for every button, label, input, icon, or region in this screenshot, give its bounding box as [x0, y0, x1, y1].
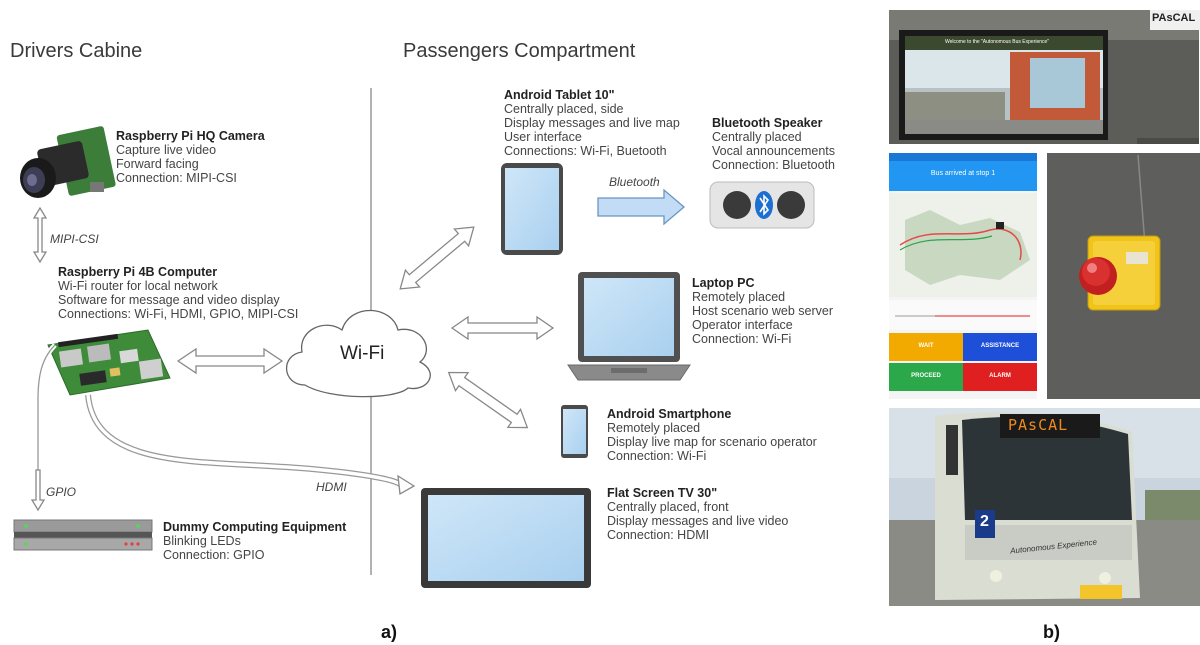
dummy-equipment-icon [13, 519, 153, 551]
smartphone-description: Android Smartphone Remotely placed Displ… [607, 407, 817, 463]
app-assistance-button: ASSISTANCE [980, 343, 1020, 349]
camera-icon [20, 126, 116, 198]
bus-number: 2 [980, 513, 989, 530]
tablet-line: Display messages and live map [504, 116, 680, 130]
speaker-line: Centrally placed [712, 130, 802, 144]
rpi-line: Software for message and video display [58, 293, 280, 307]
drivers-cabine-title: Drivers Cabine [10, 40, 143, 62]
gpio-arrow [30, 469, 46, 512]
hdmi-label: HDMI [316, 480, 347, 494]
wifi-tablet-arrow [399, 226, 475, 290]
camera-line: Forward facing [116, 157, 199, 171]
dummy-line: Blinking LEDs [163, 534, 241, 548]
tv-line: Centrally placed, front [607, 500, 729, 514]
panel-b-label: b) [1043, 622, 1060, 642]
app-proceed-button: PROCEED [911, 373, 941, 379]
camera-description: Raspberry Pi HQ Camera Capture live vide… [116, 129, 265, 185]
wifi-label: Wi-Fi [340, 343, 385, 364]
camera-line: Capture live video [116, 143, 217, 157]
speaker-title: Bluetooth Speaker [712, 116, 823, 130]
speaker-line: Connection: Bluetooth [712, 158, 836, 172]
tablet-title: Android Tablet 10" [504, 88, 615, 102]
wifi-laptop-arrow [450, 315, 555, 341]
wifi-smartphone-arrow [447, 371, 529, 429]
android-tablet-icon [501, 163, 563, 255]
speaker-description: Bluetooth Speaker Centrally placed Vocal… [712, 116, 835, 172]
camera-title: Raspberry Pi HQ Camera [116, 129, 265, 143]
rpi-wifi-arrow [176, 347, 284, 375]
smartphone-line: Remotely placed [607, 421, 701, 435]
bluetooth-label: Bluetooth [609, 175, 660, 189]
app-wait-button: WAIT [918, 343, 934, 349]
passengers-compartment-title: Passengers Compartment [403, 40, 636, 62]
tablet-description: Android Tablet 10" Centrally placed, sid… [504, 88, 680, 158]
dummy-line: Connection: GPIO [163, 548, 265, 562]
panel-a-label: a) [381, 622, 398, 642]
laptop-line: Connection: Wi-Fi [692, 332, 792, 346]
tv-title: Flat Screen TV 30" [607, 486, 718, 500]
dummy-title: Dummy Computing Equipment [163, 520, 347, 534]
bluetooth-speaker-icon [709, 181, 815, 229]
pascal-logo: PAsCAL [1152, 12, 1196, 24]
rpi-line: Connections: Wi-Fi, HDMI, GPIO, MIPI-CSI [58, 307, 299, 321]
photo-tv-in-bus [889, 10, 1200, 144]
laptop-description: Laptop PC Remotely placed Host scenario … [692, 276, 833, 346]
rpi-line: Wi-Fi router for local network [58, 279, 218, 293]
tv-photo-banner: Welcome to the "Autonomous Bus Experienc… [945, 39, 1050, 45]
bluetooth-arrow [597, 188, 686, 226]
tv-description: Flat Screen TV 30" Centrally placed, fro… [607, 486, 788, 542]
speaker-line: Vocal announcements [712, 144, 836, 158]
photo-autonomous-bus [889, 408, 1200, 606]
gpio-label: GPIO [46, 485, 77, 499]
flat-tv-icon [421, 488, 591, 588]
laptop-line: Host scenario web server [692, 304, 834, 318]
camera-line: Connection: MIPI-CSI [116, 171, 237, 185]
mipi-csi-arrow [32, 206, 48, 264]
tv-line: Connection: HDMI [607, 528, 710, 542]
laptop-title: Laptop PC [692, 276, 755, 290]
photo-emergency-button [1047, 153, 1200, 399]
smartphone-icon [561, 405, 588, 458]
smartphone-line: Connection: Wi-Fi [607, 449, 707, 463]
smartphone-line: Display live map for scenario operator [607, 435, 817, 449]
tablet-line: User interface [504, 130, 582, 144]
laptop-line: Operator interface [692, 318, 793, 332]
dummy-description: Dummy Computing Equipment Blinking LEDs … [163, 520, 346, 562]
rpi-description: Raspberry Pi 4B Computer Wi-Fi router fo… [58, 265, 298, 321]
photo-app-screenshot [889, 153, 1037, 399]
laptop-line: Remotely placed [692, 290, 786, 304]
app-header-text: Bus arrived at stop 1 [930, 170, 996, 177]
rpi-title: Raspberry Pi 4B Computer [58, 265, 218, 279]
bus-destination-display: PAsCAL [1008, 416, 1069, 434]
wifi-cloud-icon [285, 309, 431, 398]
raspberry-pi-board-icon [47, 329, 171, 396]
smartphone-title: Android Smartphone [607, 407, 732, 421]
tv-line: Display messages and live video [607, 514, 789, 528]
tablet-line: Connections: Wi-Fi, Buetooth [504, 144, 667, 158]
app-alarm-button: ALARM [989, 373, 1011, 379]
laptop-icon [567, 272, 691, 381]
hdmi-arrowhead [397, 474, 416, 496]
tablet-line: Centrally placed, side [504, 102, 624, 116]
mipi-csi-label: MIPI-CSI [50, 232, 99, 246]
